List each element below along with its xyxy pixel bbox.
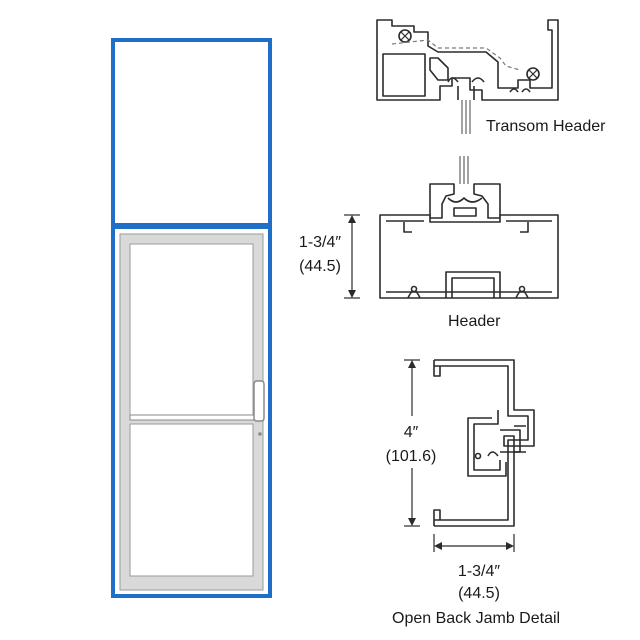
jamb-section bbox=[433, 359, 535, 527]
jamb-depth-dimension bbox=[404, 359, 420, 527]
lock-cylinder bbox=[258, 432, 262, 436]
jamb-dim-mm: (101.6) bbox=[385, 448, 437, 465]
transom-header-section bbox=[376, 19, 559, 134]
transom-header-label: Transom Header bbox=[486, 118, 606, 135]
door-elevation bbox=[111, 38, 272, 598]
pull-handle bbox=[253, 380, 265, 422]
header-dim-mm: (44.5) bbox=[299, 258, 341, 275]
jamb-width-inches: 1-3/4″ bbox=[457, 563, 501, 580]
jamb-width-dimension bbox=[433, 534, 515, 552]
header-section bbox=[379, 156, 559, 299]
door-glass-lower bbox=[129, 423, 254, 577]
header-dimension bbox=[344, 214, 360, 299]
jamb-dim-inches: 4″ bbox=[403, 424, 419, 441]
jamb-width-mm: (44.5) bbox=[458, 585, 500, 602]
jamb-detail-label: Open Back Jamb Detail bbox=[392, 610, 561, 627]
door-glass-upper bbox=[129, 243, 254, 419]
push-bar bbox=[129, 414, 255, 421]
transom-frame bbox=[111, 38, 272, 227]
header-dim-inches: 1-3/4″ bbox=[298, 234, 342, 251]
header-label: Header bbox=[448, 313, 501, 330]
